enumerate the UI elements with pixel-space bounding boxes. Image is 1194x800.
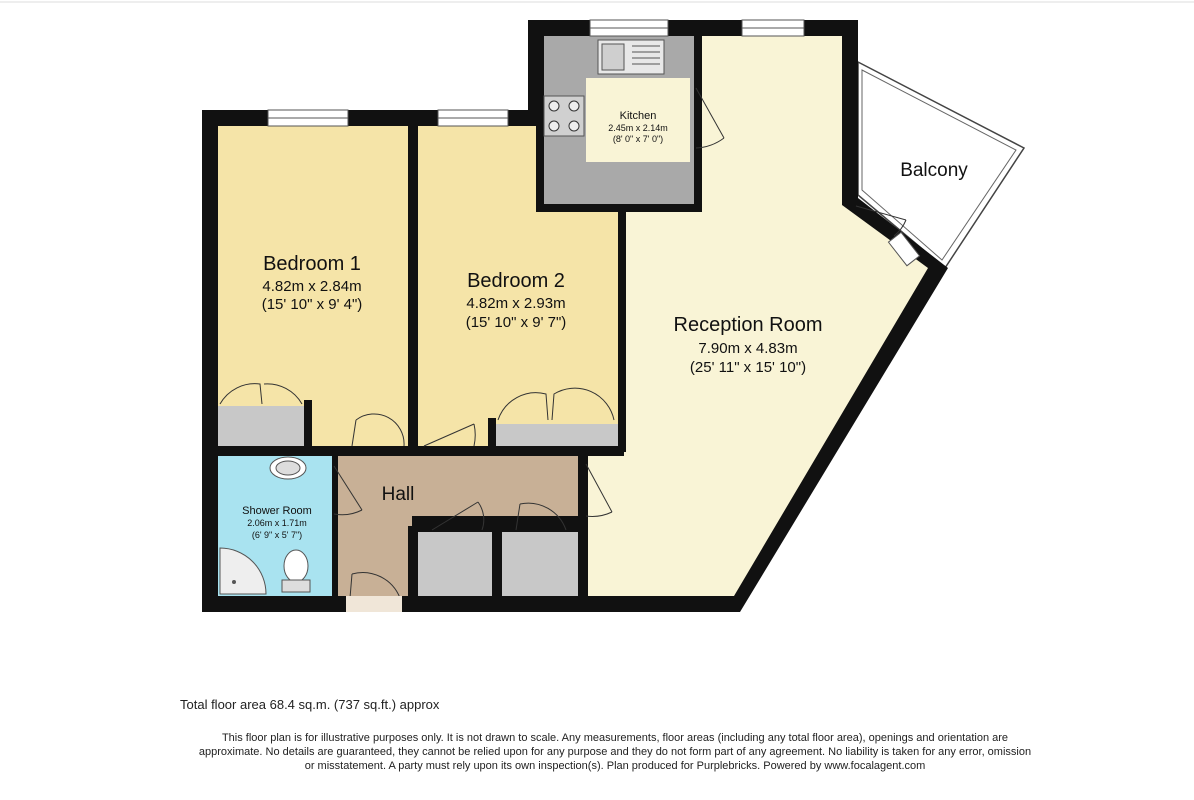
bedroom-2-name: Bedroom 2 <box>467 270 565 292</box>
cupboard-hall-2 <box>502 532 578 596</box>
disclaimer: This floor plan is for illustrative purp… <box>170 731 1060 773</box>
kitchen-name: Kitchen <box>620 110 657 122</box>
shower-tray-icon <box>219 547 267 595</box>
bedroom-2-dims-ft: (15' 10" x 9' 7") <box>466 314 567 331</box>
cupboard-hall-1 <box>418 532 492 596</box>
reception-dims-ft: (25' 11" x 15' 10") <box>690 359 806 376</box>
bedroom-1-dims-m: 4.82m x 2.84m <box>262 278 361 295</box>
total-floor-area: Total floor area 68.4 sq.m. (737 sq.ft.)… <box>180 697 440 712</box>
kitchen-dims-m: 2.45m x 2.14m <box>608 123 668 133</box>
bedroom-1-name: Bedroom 1 <box>263 253 361 275</box>
bathroom-fittings <box>219 456 311 595</box>
kitchen-fittings <box>543 39 665 137</box>
doors <box>219 87 907 599</box>
reception-room-floor <box>588 36 928 596</box>
shower-room-name: Shower Room <box>242 505 312 517</box>
bedroom-2-upper-floor <box>418 126 536 210</box>
hall-name: Hall <box>382 484 415 505</box>
interior-walls <box>202 24 702 602</box>
kitchen-worktop <box>586 78 690 162</box>
shower-room-dims-m: 2.06m x 1.71m <box>247 518 307 528</box>
reception-name: Reception Room <box>674 314 823 336</box>
bedroom-1-dims-ft: (15' 10" x 9' 4") <box>262 296 363 313</box>
disclaimer-line: approximate. No details are guaranteed, … <box>198 746 1032 758</box>
reception-dims-m: 7.90m x 4.83m <box>698 340 797 357</box>
cupboard-bedroom-2 <box>496 424 618 446</box>
balcony-name: Balcony <box>900 160 968 181</box>
disclaimer-line: or misstatement. A party must rely upon … <box>304 760 926 772</box>
hob-icon <box>543 95 585 137</box>
disclaimer-line: This floor plan is for illustrative purp… <box>221 732 1009 744</box>
entrance-threshold <box>346 596 402 612</box>
bedroom-2-dims-m: 4.82m x 2.93m <box>466 295 565 312</box>
windows <box>267 19 921 267</box>
bedroom-1-floor <box>218 126 408 446</box>
cupboard-bedroom-1 <box>218 406 304 446</box>
toilet-icon <box>283 549 309 583</box>
hall-floor <box>336 456 584 596</box>
shower-room-dims-ft: (6' 9" x 5' 7") <box>252 530 302 540</box>
kitchen-dims-ft: (8' 0" x 7' 0") <box>613 134 663 144</box>
